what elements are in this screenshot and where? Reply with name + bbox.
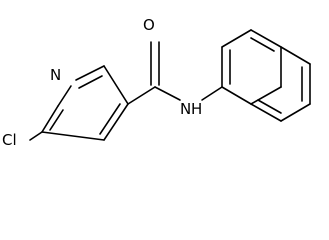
atom-amide-nitrogen-label: N bbox=[180, 100, 191, 118]
bond-py-1 bbox=[41, 105, 59, 133]
bond-carbonyl-n bbox=[154, 86, 181, 101]
bond-naph-7 bbox=[280, 46, 311, 65]
bond-naph-3 bbox=[250, 29, 282, 48]
bond-py-3-inner bbox=[78, 75, 103, 89]
atom-pyridine-nitrogen-label: N bbox=[50, 66, 61, 84]
bond-naph-3-inner bbox=[250, 37, 275, 52]
bond-cl-c bbox=[29, 131, 43, 141]
structure-canvas: Cl N O N H bbox=[2, 16, 311, 149]
bond-naph-6 bbox=[221, 86, 252, 105]
bond-naph-5 bbox=[250, 86, 282, 105]
atom-carbonyl-oxygen-label: O bbox=[143, 16, 155, 34]
bond-py-6 bbox=[41, 131, 105, 141]
bond-ring-carbonyl bbox=[127, 86, 156, 105]
bond-naph-10-inner bbox=[257, 99, 282, 114]
bond-py-1-inner bbox=[49, 109, 64, 131]
bond-py-5 bbox=[103, 103, 129, 141]
bond-py-5-inner bbox=[99, 103, 121, 135]
molecule-drawing: Cl N O N H bbox=[2, 16, 311, 149]
atom-amide-hydrogen-label: H bbox=[191, 100, 202, 118]
bond-py-2 bbox=[57, 85, 72, 107]
bond-py-3 bbox=[75, 65, 105, 81]
bond-py-4 bbox=[103, 65, 129, 105]
bond-n-naphthyl bbox=[201, 86, 223, 101]
bond-naph-9 bbox=[280, 103, 311, 122]
bond-naph-2 bbox=[221, 29, 252, 48]
bond-naph-10 bbox=[250, 103, 282, 122]
atom-chlorine-label: Cl bbox=[2, 131, 17, 149]
